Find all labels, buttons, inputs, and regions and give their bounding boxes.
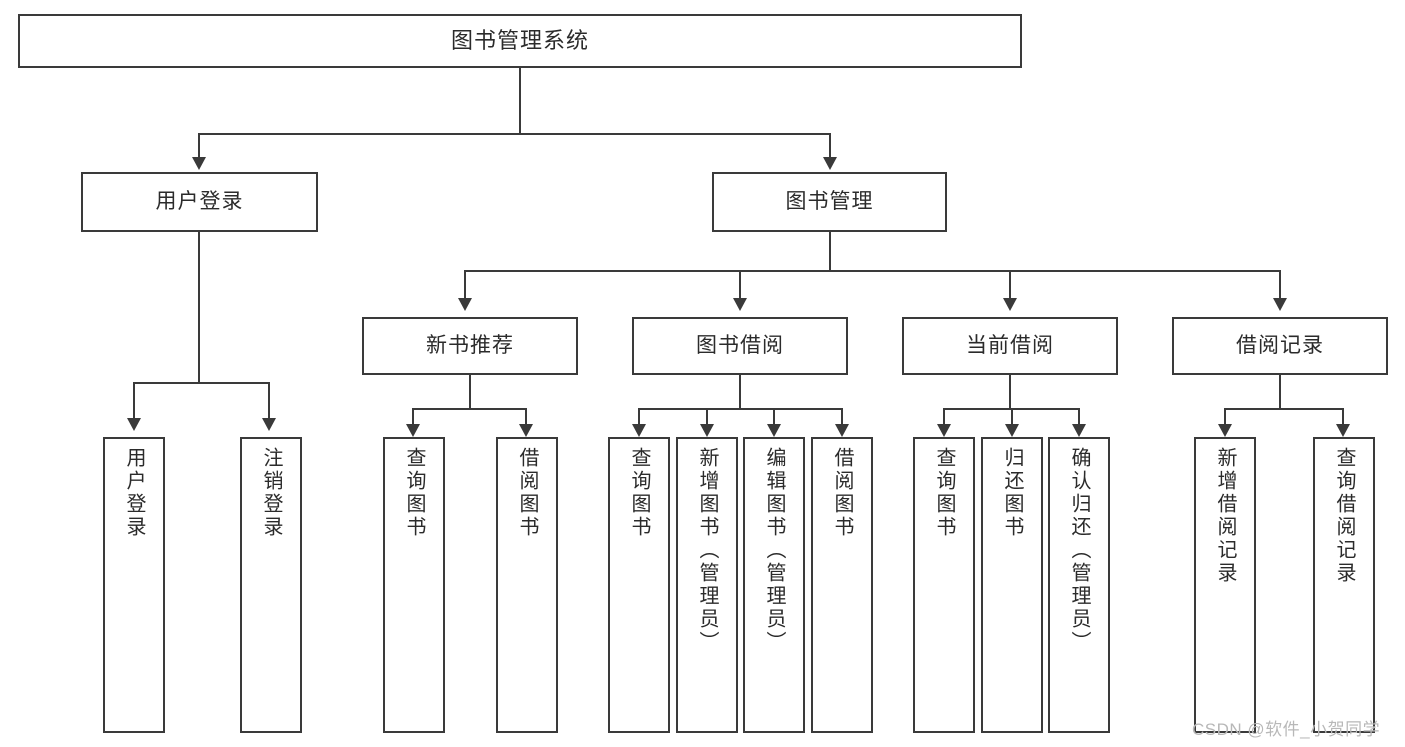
connector-root-to-book-management bbox=[829, 133, 831, 159]
node-label: 用户登录 bbox=[155, 190, 244, 214]
leaf-br-add-record[interactable]: 新增借阅记录 bbox=[1194, 437, 1256, 733]
node-label: 借阅记录 bbox=[1236, 334, 1324, 358]
csdn-watermark: CSDN @软件_小贺同学 bbox=[1192, 720, 1381, 739]
node-label: 查询借阅记录 bbox=[1333, 447, 1355, 585]
leaf-bb-add-book-admin[interactable]: 新增图书（管理员） bbox=[676, 437, 738, 733]
connector-user-login-stem bbox=[198, 232, 200, 382]
connector-bm-drop-borrow-record bbox=[1279, 270, 1281, 300]
connector-cb-drop-1 bbox=[943, 408, 945, 426]
node-label: 借阅图书 bbox=[516, 447, 538, 539]
node-label: 查询图书 bbox=[933, 447, 955, 539]
node-label: 确认归还（管理员） bbox=[1068, 447, 1090, 654]
connector-bb-stem bbox=[739, 375, 741, 408]
arrowhead-cb-leaf-3 bbox=[1072, 424, 1086, 437]
arrowhead-book-management bbox=[823, 157, 837, 170]
node-root-book-management-system[interactable]: 图书管理系统 bbox=[18, 14, 1022, 68]
node-label: 图书管理 bbox=[785, 190, 874, 214]
connector-br-drop-1 bbox=[1224, 408, 1226, 426]
connector-bb-drop-2 bbox=[706, 408, 708, 426]
node-book-management[interactable]: 图书管理 bbox=[712, 172, 947, 232]
arrowhead-bb-leaf-3 bbox=[767, 424, 781, 437]
leaf-logout[interactable]: 注销登录 bbox=[240, 437, 302, 733]
connector-bb-drop-4 bbox=[841, 408, 843, 426]
leaf-nbr-borrow-book[interactable]: 借阅图书 bbox=[496, 437, 558, 733]
node-label: 新增图书（管理员） bbox=[696, 447, 718, 654]
connector-br-drop-2 bbox=[1342, 408, 1344, 426]
arrowhead-cb-leaf-2 bbox=[1005, 424, 1019, 437]
node-borrow-record[interactable]: 借阅记录 bbox=[1172, 317, 1388, 375]
leaf-br-query-record[interactable]: 查询借阅记录 bbox=[1313, 437, 1375, 733]
node-label: 当前借阅 bbox=[966, 334, 1054, 358]
node-new-book-recommend[interactable]: 新书推荐 bbox=[362, 317, 578, 375]
connector-user-login-drop-1 bbox=[133, 382, 135, 420]
node-label: 编辑图书（管理员） bbox=[763, 447, 785, 654]
arrowhead-nbr-leaf-1 bbox=[406, 424, 420, 437]
connector-nbr-drop-2 bbox=[525, 408, 527, 426]
leaf-cb-confirm-return-admin[interactable]: 确认归还（管理员） bbox=[1048, 437, 1110, 733]
node-label: 归还图书 bbox=[1001, 447, 1023, 539]
node-book-borrow[interactable]: 图书借阅 bbox=[632, 317, 848, 375]
leaf-user-login[interactable]: 用户登录 bbox=[103, 437, 165, 733]
connector-root-stem bbox=[519, 68, 521, 133]
arrowhead-cb-leaf-1 bbox=[937, 424, 951, 437]
leaf-cb-query-book[interactable]: 查询图书 bbox=[913, 437, 975, 733]
arrowhead-current-borrow bbox=[1003, 298, 1017, 311]
connector-bm-drop-book-borrow bbox=[739, 270, 741, 300]
connector-user-login-bus bbox=[133, 382, 268, 384]
connector-bm-drop-new-book bbox=[464, 270, 466, 300]
connector-bm-drop-current-borrow bbox=[1009, 270, 1011, 300]
node-user-login[interactable]: 用户登录 bbox=[81, 172, 318, 232]
connector-cb-stem bbox=[1009, 375, 1011, 408]
connector-root-to-user-login bbox=[198, 133, 200, 159]
node-label: 新书推荐 bbox=[426, 334, 514, 358]
connector-book-management-bus bbox=[464, 270, 1280, 272]
node-current-borrow[interactable]: 当前借阅 bbox=[902, 317, 1118, 375]
arrowhead-bb-leaf-1 bbox=[632, 424, 646, 437]
node-label: 查询图书 bbox=[403, 447, 425, 539]
connector-user-login-drop-2 bbox=[268, 382, 270, 420]
connector-cb-drop-3 bbox=[1078, 408, 1080, 426]
connector-bb-drop-3 bbox=[773, 408, 775, 426]
arrowhead-br-leaf-2 bbox=[1336, 424, 1350, 437]
connector-root-bus bbox=[198, 133, 831, 135]
node-label: 借阅图书 bbox=[831, 447, 853, 539]
arrowhead-book-borrow bbox=[733, 298, 747, 311]
node-label: 图书借阅 bbox=[696, 334, 784, 358]
connector-bb-drop-1 bbox=[638, 408, 640, 426]
leaf-bb-query-book[interactable]: 查询图书 bbox=[608, 437, 670, 733]
arrowhead-bb-leaf-2 bbox=[700, 424, 714, 437]
connector-nbr-bus bbox=[412, 408, 527, 410]
connector-cb-drop-2 bbox=[1011, 408, 1013, 426]
node-label: 新增借阅记录 bbox=[1214, 447, 1236, 585]
arrowhead-borrow-record bbox=[1273, 298, 1287, 311]
leaf-bb-borrow-book[interactable]: 借阅图书 bbox=[811, 437, 873, 733]
arrowhead-nbr-leaf-2 bbox=[519, 424, 533, 437]
connector-bb-bus bbox=[638, 408, 842, 410]
node-label: 查询图书 bbox=[628, 447, 650, 539]
arrowhead-leaf-logout bbox=[262, 418, 276, 431]
leaf-nbr-query-book[interactable]: 查询图书 bbox=[383, 437, 445, 733]
arrowhead-br-leaf-1 bbox=[1218, 424, 1232, 437]
arrowhead-user-login bbox=[192, 157, 206, 170]
node-label: 用户登录 bbox=[123, 447, 145, 539]
arrowhead-new-book-recommend bbox=[458, 298, 472, 311]
connector-br-bus bbox=[1224, 408, 1344, 410]
connector-br-stem bbox=[1279, 375, 1281, 408]
arrowhead-bb-leaf-4 bbox=[835, 424, 849, 437]
node-label: 图书管理系统 bbox=[450, 27, 589, 53]
leaf-cb-return-book[interactable]: 归还图书 bbox=[981, 437, 1043, 733]
connector-nbr-stem bbox=[469, 375, 471, 408]
arrowhead-leaf-user-login bbox=[127, 418, 141, 431]
node-label: 注销登录 bbox=[260, 447, 282, 539]
connector-book-management-stem bbox=[829, 232, 831, 270]
connector-nbr-drop-1 bbox=[412, 408, 414, 426]
leaf-bb-edit-book-admin[interactable]: 编辑图书（管理员） bbox=[743, 437, 805, 733]
